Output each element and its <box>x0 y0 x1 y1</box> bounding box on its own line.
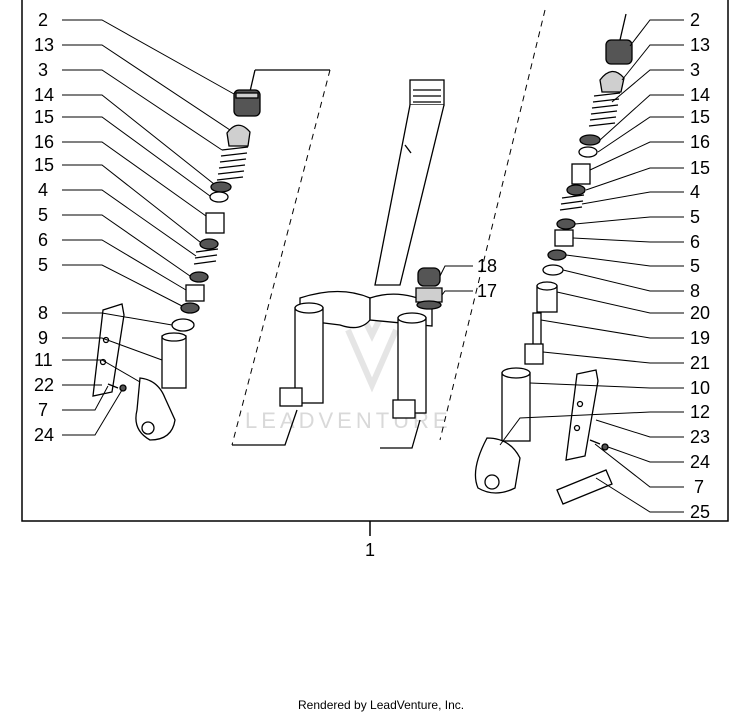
left-divider <box>231 69 331 446</box>
callout: 13 <box>34 35 54 55</box>
callout: 3 <box>38 60 48 80</box>
callout: 15 <box>34 155 54 175</box>
callout: 2 <box>38 10 48 30</box>
callout: 6 <box>38 230 48 250</box>
callout: 4 <box>38 180 48 200</box>
callout: 19 <box>690 328 710 348</box>
callout: 10 <box>690 378 710 398</box>
callout: 5 <box>690 256 700 276</box>
callout: 7 <box>694 477 704 497</box>
callout: 16 <box>690 132 710 152</box>
callout: 15 <box>690 158 710 178</box>
callout: 8 <box>38 303 48 323</box>
callout: 23 <box>690 427 710 447</box>
callout: 6 <box>690 232 700 252</box>
callout: 20 <box>690 303 710 323</box>
callout: 14 <box>690 85 710 105</box>
leader-lines <box>62 19 684 513</box>
callout: 5 <box>690 207 700 227</box>
callout: 14 <box>34 85 54 105</box>
callout: 18 <box>477 256 497 276</box>
callout: 4 <box>690 182 700 202</box>
assembly-frame <box>21 0 729 522</box>
callout: 15 <box>690 107 710 127</box>
callout: 9 <box>38 328 48 348</box>
callout: 24 <box>690 452 710 472</box>
callout: 5 <box>38 205 48 225</box>
callout: 17 <box>477 281 497 301</box>
callout: 5 <box>38 255 48 275</box>
left-bracket-bottom <box>232 409 298 446</box>
center-callouts: 18 17 <box>477 256 497 301</box>
callout: 15 <box>34 107 54 127</box>
right-divider <box>439 9 546 441</box>
footer-credit: Rendered by LeadVenture, Inc. <box>298 698 464 712</box>
callout: 16 <box>34 132 54 152</box>
callout: 24 <box>34 425 54 445</box>
callout: 22 <box>34 375 54 395</box>
assembly-number: 1 <box>365 540 375 560</box>
callout: 21 <box>690 353 710 373</box>
callout: 11 <box>34 350 53 370</box>
center-fork <box>279 79 445 419</box>
callout: 25 <box>690 502 710 522</box>
callout: 3 <box>690 60 700 80</box>
callout: 13 <box>690 35 710 55</box>
right-callouts: 2 13 3 14 15 16 15 4 5 6 5 8 20 19 21 10… <box>690 10 710 522</box>
callout: 7 <box>38 400 48 420</box>
callout: 8 <box>690 281 700 301</box>
left-callouts: 2 13 3 14 15 16 15 4 5 6 5 8 9 11 22 7 2… <box>34 10 54 445</box>
callout: 12 <box>690 402 710 422</box>
callout: 2 <box>690 10 700 30</box>
right-shock-parts <box>474 13 633 505</box>
center-bracket-bottom <box>380 419 421 449</box>
left-shock-parts <box>92 89 261 441</box>
